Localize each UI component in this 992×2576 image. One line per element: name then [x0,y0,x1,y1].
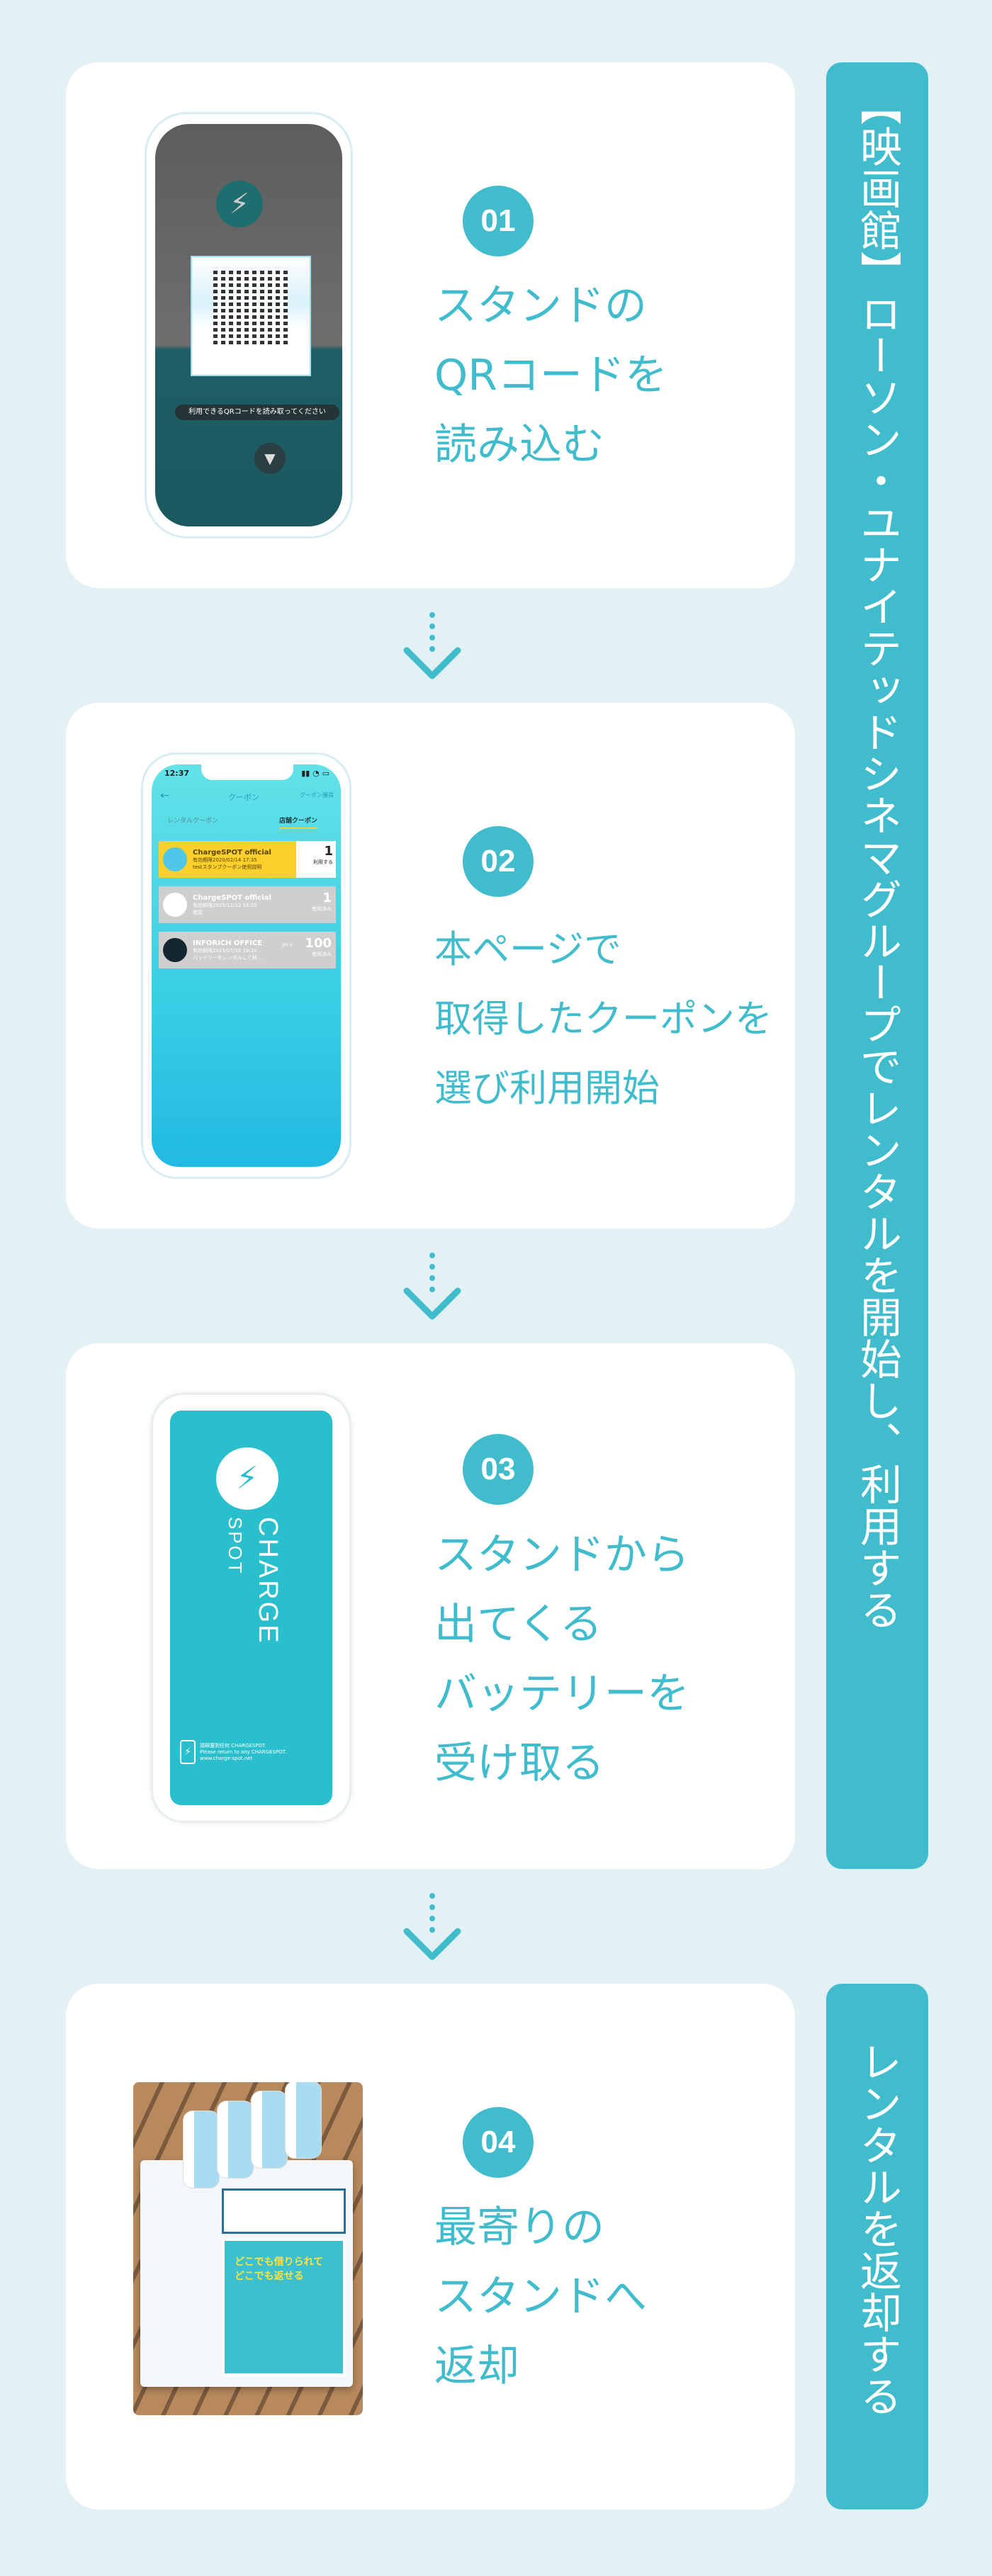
coupon-app-phone-image: 12:37 ▮▮ ◔ ▭ ← クーポン クーポン獲得 レンタルクーポン 店舗クー… [141,752,351,1179]
down-arrow-icon [403,1893,461,1960]
chargespot-logo-icon: ⚡ [216,181,263,227]
step-description: スタンドの QRコードを 読み込む [434,271,667,480]
status-time: 12:37 [164,769,190,778]
section-label-text: レンタルを返却する [853,2040,902,2417]
currency-label: JPY ¥ [282,943,293,948]
step-card-04: どこでも借りられてどこでも返せる 04 最寄りの スタンドへ 返却 [66,1984,795,2509]
screen-title: クーポン [228,793,259,802]
step-description: 本ページで 取得したクーポンを 選び利用開始 [434,915,772,1124]
step-description: スタンドから 出てくる バッテリーを 受け取る [434,1520,689,1798]
step-line: 取得したクーポンを [434,998,772,1041]
down-arrow-icon [403,1253,461,1320]
brand-word: CHARGE [253,1517,283,1645]
section-label-return: レンタルを返却する [826,1984,928,2509]
brand-word: SPOT [225,1517,246,1576]
station-poster: どこでも借りられてどこでも返せる [222,2238,346,2376]
step-number-badge: 01 [463,186,534,256]
step-line: スタンドの [434,281,647,331]
step-line: 返却 [434,2341,519,2391]
down-arrow-icon [403,612,461,679]
step-line: 選び利用開始 [434,1067,660,1110]
chargespot-logo-icon: ⚡ [216,1447,278,1510]
section-label-text: 【映画館】ローソン・ユナイテッドシネマグループでレンタルを開始し、利用する [853,84,902,1630]
charging-station-photo: どこでも借りられてどこでも返せる [133,2082,363,2415]
step-line: 最寄りの [434,2203,604,2252]
step-line: バッテリーを [434,1669,689,1719]
back-arrow-icon: ← [160,789,170,802]
instruction-panel [222,2188,346,2234]
battery-icon: ⚡ [180,1740,196,1764]
status-icons: ▮▮ ◔ ▭ [301,769,329,778]
step-card-01: ⚡ 利用できるQRコードを読み取ってください ▼ 01 スタンドの QRコードを… [66,62,795,588]
step-line: 出てくる [434,1600,602,1649]
tab-rental-coupon: レンタルクーポン [167,818,219,825]
step-line: スタンドから [434,1530,689,1580]
battery-footer: ⚡ 請歸還到任何 CHARGESPOT.Please return to any… [180,1740,286,1764]
qr-code-icon [213,270,288,344]
step-number-badge: 04 [463,2107,534,2178]
tab-store-coupon: 店舗クーポン [279,815,318,829]
flashlight-icon: ▼ [254,443,286,474]
step-card-03: ⚡ CHARGE SPOT ⚡ 請歸還到任何 CHARGESPOT.Please… [66,1343,795,1869]
step-line: 受け取る [434,1739,604,1788]
step-description: 最寄りの スタンドへ 返却 [434,2193,647,2401]
step-number-badge: 02 [463,826,534,897]
step-line: スタンドへ [434,2272,647,2322]
get-coupon-link: クーポン獲得 [300,792,334,798]
step-number-badge: 03 [463,1434,534,1505]
step-line: QRコードを [434,351,667,400]
step-line: 本ページで [434,928,621,971]
qr-scan-phone-image: ⚡ 利用できるQRコードを読み取ってください ▼ [145,112,353,538]
battery-image: ⚡ CHARGE SPOT ⚡ 請歸還到任何 CHARGESPOT.Please… [151,1393,351,1823]
step-card-02: 12:37 ▮▮ ◔ ▭ ← クーポン クーポン獲得 レンタルクーポン 店舗クー… [66,703,795,1228]
app-nav-bar: ← クーポン クーポン獲得 [152,789,341,806]
section-label-rental: 【映画館】ローソン・ユナイテッドシネマグループでレンタルを開始し、利用する [826,62,928,1869]
step-line: 読み込む [434,420,604,470]
scan-hint: 利用できるQRコードを読み取ってください [175,405,339,420]
qr-scan-frame [191,256,311,376]
